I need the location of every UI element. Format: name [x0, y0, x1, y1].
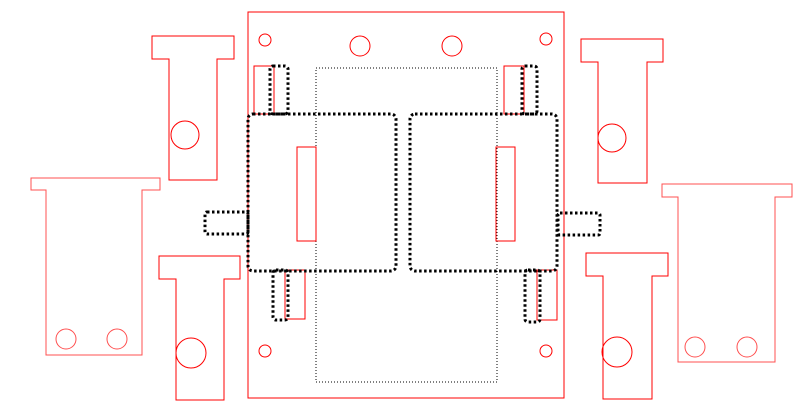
- t-bracket-upper-right-outline: [580, 38, 664, 184]
- wide-bracket-right-hole-1: [684, 336, 706, 358]
- t-bracket-upper-right: [580, 38, 664, 184]
- wide-bracket-left-outline: [30, 177, 161, 356]
- t-bracket-upper-left: [151, 35, 235, 181]
- center-window: [315, 67, 498, 383]
- t-bracket-upper-right-hole: [597, 123, 627, 153]
- t-bracket-lower-left: [158, 255, 241, 401]
- plate-hole-top-right: [539, 32, 553, 46]
- wide-bracket-right-outline: [661, 183, 793, 363]
- wide-bracket-left-hole-2: [106, 328, 128, 350]
- base-plate: [247, 11, 565, 399]
- t-bracket-upper-left-hole: [170, 120, 200, 150]
- clamp-bar-right: [495, 146, 516, 242]
- tab-upper-left: [268, 64, 290, 116]
- wide-bracket-left: [30, 177, 161, 356]
- side-tab-right: [556, 211, 602, 237]
- wide-bracket-right: [661, 183, 793, 363]
- plate-hole-bottom-left: [258, 344, 272, 358]
- slot-lower-right: [536, 269, 558, 321]
- t-bracket-lower-left-outline: [158, 255, 241, 401]
- t-bracket-lower-right-outline: [585, 252, 669, 400]
- wide-bracket-right-hole-2: [736, 336, 758, 358]
- t-bracket-lower-right: [585, 252, 669, 400]
- tab-lower-left: [271, 268, 290, 322]
- t-bracket-lower-left-hole: [175, 337, 207, 369]
- right-clamp-block: [408, 112, 559, 273]
- left-clamp-block: [246, 112, 398, 273]
- side-tab-left: [203, 210, 250, 236]
- plate-hole-top-center-left: [349, 35, 371, 57]
- tab-lower-right: [523, 268, 542, 324]
- t-bracket-lower-right-hole: [601, 336, 633, 368]
- t-bracket-upper-left-outline: [151, 35, 235, 181]
- plate-hole-top-center-right: [441, 35, 463, 57]
- clamp-bar-left: [296, 146, 317, 242]
- plate-hole-top-left: [258, 33, 272, 47]
- plate-hole-bottom-right: [539, 344, 553, 358]
- wide-bracket-left-hole-1: [55, 328, 77, 350]
- slot-upper-right: [503, 65, 525, 115]
- base-plate-outline: [247, 11, 565, 399]
